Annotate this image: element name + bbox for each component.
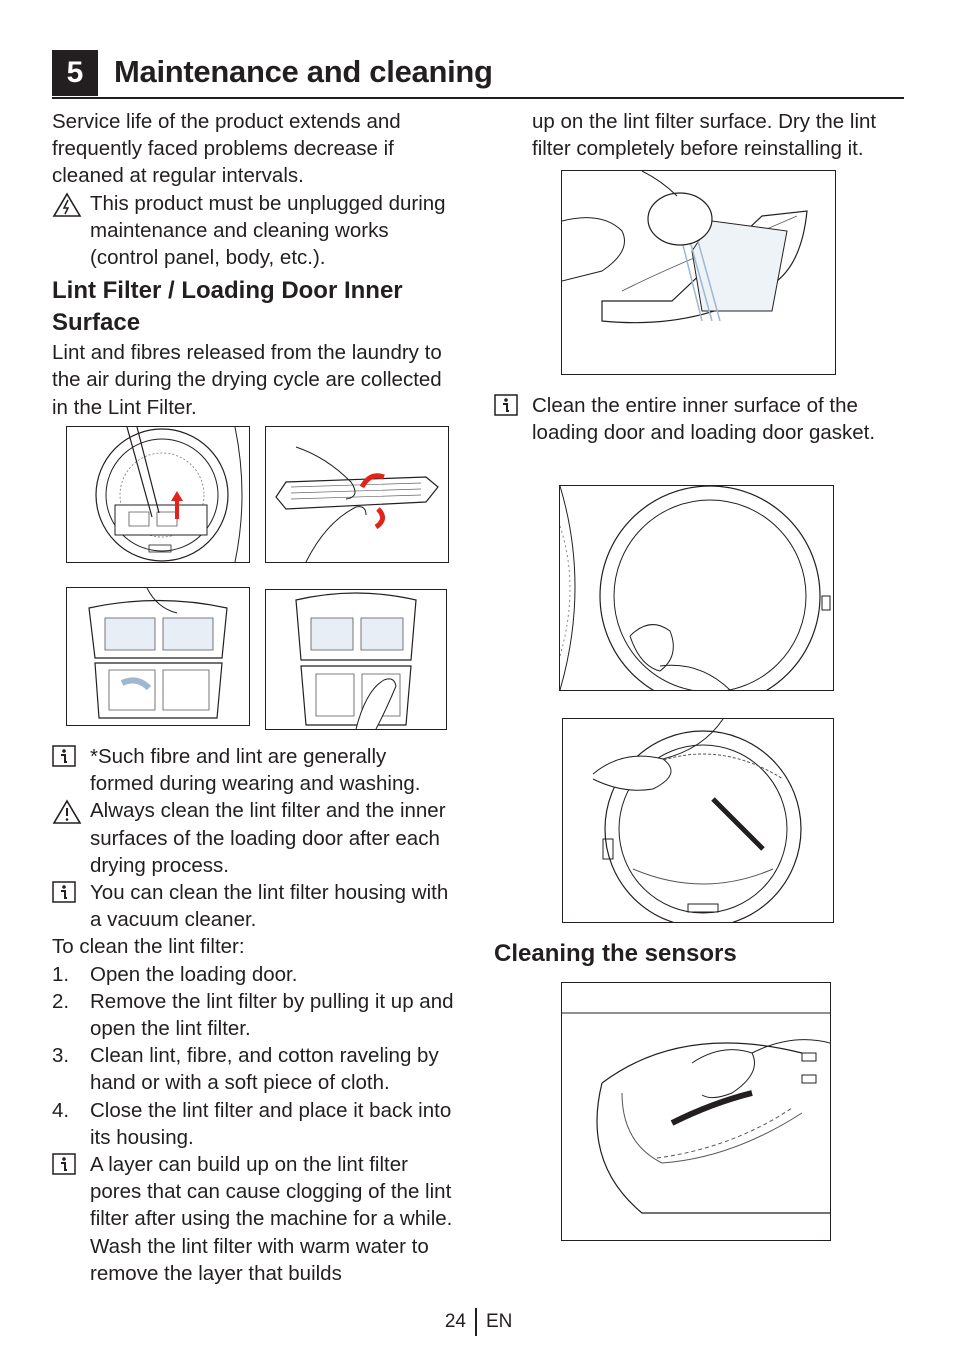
section-header: 5 Maintenance and cleaning xyxy=(52,50,904,99)
right-info-door: Clean the entire inner surface of the lo… xyxy=(494,392,906,446)
left-column-top: Service life of the product extends and … xyxy=(52,108,454,421)
warning-text-unplug: This product must be unplugged during ma… xyxy=(90,191,446,270)
info-text-layer: A layer can build up on the lint filter … xyxy=(90,1153,453,1285)
figure-clean-door xyxy=(559,485,834,691)
list-item: 4.Close the lint filter and place it bac… xyxy=(52,1098,452,1149)
info-icon xyxy=(494,394,518,423)
section-title: Maintenance and cleaning xyxy=(114,54,493,89)
figure-open-lint-filter xyxy=(66,587,250,726)
list-item: 2.Remove the lint filter by pulling it u… xyxy=(52,989,454,1041)
figure-remove-lint-filter xyxy=(265,426,449,563)
figure-clean-lint-filter xyxy=(265,589,447,730)
info-note-fibre: *Such fibre and lint are generally forme… xyxy=(52,743,454,797)
figure-clean-gasket xyxy=(562,718,834,923)
lint-filter-intro: Lint and fibres released from the laundr… xyxy=(52,341,442,419)
continuation-text: up on the lint filter surface. Dry the l… xyxy=(532,110,877,161)
list-item: 3.Clean lint, fibre, and cotton raveling… xyxy=(52,1044,439,1095)
page-number: 24 xyxy=(444,1311,466,1332)
lint-filter-heading: Lint Filter / Loading Door Inner Surface xyxy=(52,277,403,337)
list-item: 1.Open the loading door. xyxy=(52,962,298,986)
info-text-door: Clean the entire inner surface of the lo… xyxy=(532,394,876,445)
figure-wash-lint-filter xyxy=(561,170,836,375)
right-sensors: Cleaning the sensors xyxy=(494,938,906,970)
warning-triangle-icon xyxy=(52,192,82,225)
sensors-heading: Cleaning the sensors xyxy=(494,940,737,967)
language-code: EN xyxy=(486,1311,513,1332)
footer-divider xyxy=(475,1308,477,1336)
left-column-bottom: *Such fibre and lint are generally forme… xyxy=(52,743,454,1287)
info-note-layer: A layer can build up on the lint filter … xyxy=(52,1151,454,1287)
info-text-fibre: *Such fibre and lint are generally forme… xyxy=(90,745,421,796)
warning-triangle-icon xyxy=(52,799,82,832)
info-icon xyxy=(52,1153,76,1182)
right-continuation: up on the lint filter surface. Dry the l… xyxy=(532,108,906,162)
info-text-vacuum: You can clean the lint filter housing wi… xyxy=(90,881,449,932)
figure-open-door-lint-filter xyxy=(66,426,250,563)
info-note-door: Clean the entire inner surface of the lo… xyxy=(494,392,906,446)
section-number: 5 xyxy=(52,50,98,96)
warning-note-unplug: This product must be unplugged during ma… xyxy=(52,190,454,272)
warning-note-clean: Always clean the lint filter and the inn… xyxy=(52,797,454,879)
steps-intro: To clean the lint filter: xyxy=(52,935,245,959)
intro-text: Service life of the product extends and … xyxy=(52,110,401,188)
info-note-vacuum: You can clean the lint filter housing wi… xyxy=(52,879,454,933)
info-icon xyxy=(52,881,76,910)
figure-clean-sensors xyxy=(561,982,831,1241)
info-icon xyxy=(52,745,76,774)
warning-text-clean: Always clean the lint filter and the inn… xyxy=(90,799,446,877)
